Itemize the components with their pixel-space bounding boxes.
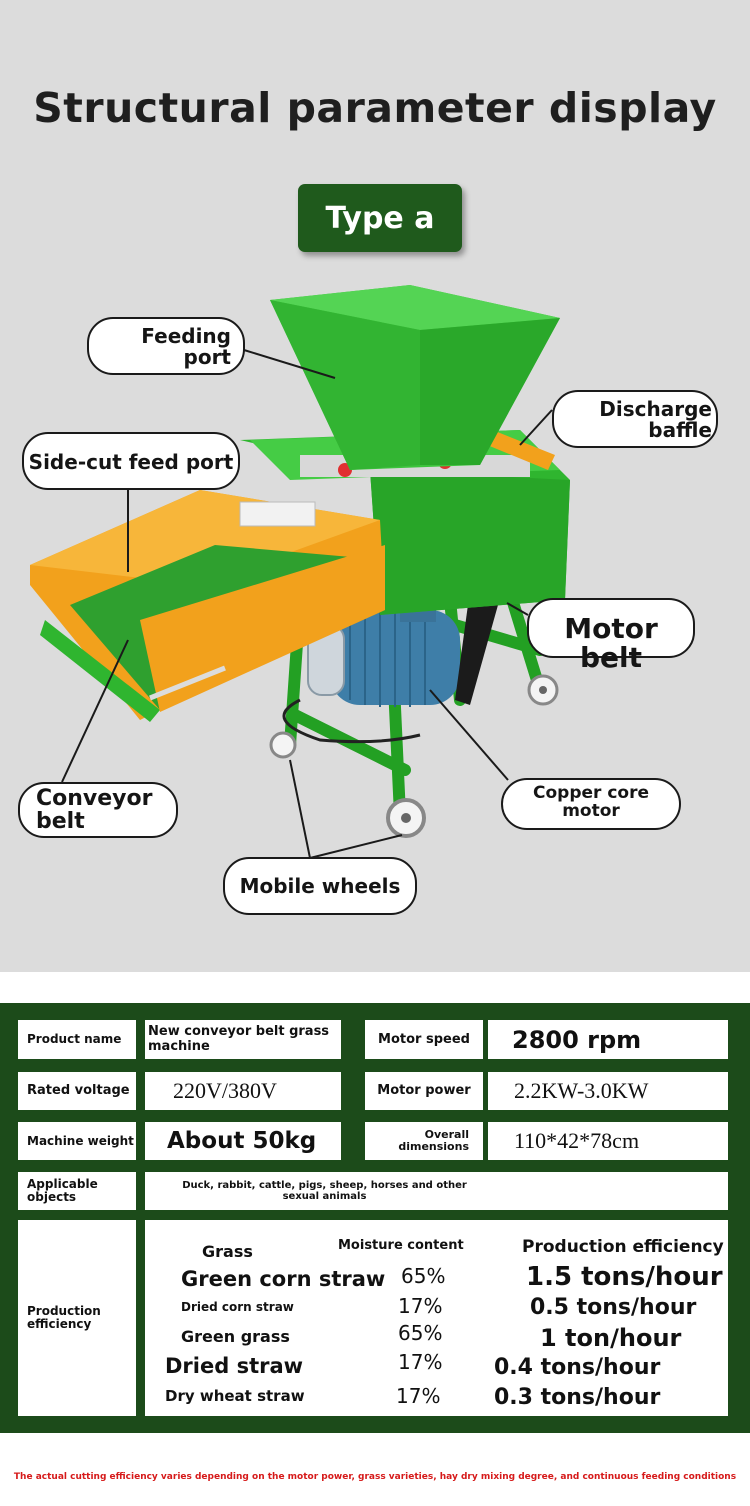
row2-efficiency: 0.5 tons/hour <box>530 1295 697 1320</box>
label-machine-weight: Machine weight <box>18 1122 136 1160</box>
efficiency-table <box>145 1220 728 1416</box>
feeding-hopper <box>270 285 560 470</box>
row3-moisture: 65% <box>398 1321 443 1345</box>
callout-motor-belt: Motor belt <box>527 598 695 673</box>
row3-efficiency: 1 ton/hour <box>540 1324 682 1352</box>
wheels <box>269 674 559 838</box>
label-rated-voltage: Rated voltage <box>18 1072 136 1110</box>
label-motor-speed: Motor speed <box>365 1020 483 1059</box>
row5-moisture: 17% <box>396 1384 441 1408</box>
conveyor-tray <box>30 490 385 722</box>
row1-moisture: 65% <box>401 1264 446 1288</box>
value-applicable-objects: Duck, rabbit, cattle, pigs, sheep, horse… <box>145 1172 728 1210</box>
value-motor-power: 2.2KW-3.0KW <box>488 1072 728 1110</box>
row1-efficiency: 1.5 tons/hour <box>526 1262 723 1292</box>
value-product-name: New conveyor belt grass machine <box>145 1020 341 1059</box>
page-title: Structural parameter display <box>33 84 717 132</box>
callout-discharge-baffle: Discharge baffle <box>552 390 718 448</box>
callout-feeding-port: Feeding port <box>87 317 245 375</box>
product-illustration-section: Structural parameter display Type a <box>0 0 750 972</box>
callout-side-cut-feed-port: Side-cut feed port <box>22 432 240 490</box>
header-moisture: Moisture content <box>338 1238 464 1253</box>
label-overall-dimensions: Overall dimensions <box>365 1122 483 1160</box>
row3-grass: Green grass <box>181 1327 290 1346</box>
row4-moisture: 17% <box>398 1350 443 1374</box>
row2-moisture: 17% <box>398 1294 443 1318</box>
row1-grass: Green corn straw <box>181 1267 386 1291</box>
callout-mobile-wheels: Mobile wheels <box>223 857 417 915</box>
row4-grass: Dried straw <box>165 1354 304 1378</box>
row2-grass: Dried corn straw <box>181 1300 294 1314</box>
row5-grass: Dry wheat straw <box>165 1387 305 1405</box>
machine-illustration <box>30 285 570 859</box>
row4-efficiency: 0.4 tons/hour <box>494 1355 661 1380</box>
value-rated-voltage: 220V/380V <box>145 1072 341 1110</box>
leader-lines <box>61 349 553 859</box>
row5-efficiency: 0.3 tons/hour <box>494 1385 661 1410</box>
label-motor-power: Motor power <box>365 1072 483 1110</box>
value-machine-weight: About 50kg <box>145 1122 341 1160</box>
header-production-efficiency: Production efficiency <box>522 1237 724 1257</box>
label-applicable-objects: Applicable objects <box>18 1172 136 1210</box>
motor <box>307 600 460 707</box>
footer-note: The actual cutting efficiency varies dep… <box>13 1472 737 1482</box>
label-product-name: Product name <box>18 1020 136 1059</box>
type-badge: Type a <box>298 184 462 252</box>
callout-conveyor-belt: Conveyor belt <box>18 782 178 838</box>
header-grass: Grass <box>202 1242 253 1261</box>
value-motor-speed: 2800 rpm <box>488 1020 728 1059</box>
value-overall-dimensions: 110*42*78cm <box>488 1122 728 1160</box>
label-production-efficiency: Production efficiency <box>18 1220 136 1416</box>
callout-copper-core-motor: Copper core motor <box>501 778 681 830</box>
